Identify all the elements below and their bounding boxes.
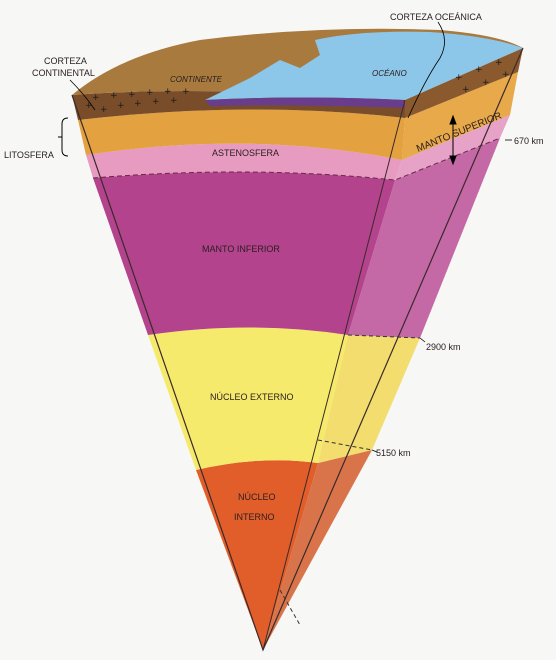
svg-text:+: + (146, 88, 154, 98)
svg-text:+: + (482, 78, 490, 88)
svg-text:+: + (128, 90, 136, 100)
svg-text:+: + (462, 85, 470, 95)
label-oceanic-crust: CORTEZA OCEÁNICA (390, 12, 482, 22)
label-ocean: OCÉANO (372, 69, 407, 78)
svg-text:+: + (164, 87, 172, 97)
svg-text:+: + (170, 96, 178, 106)
svg-text:+: + (110, 91, 118, 101)
svg-text:+: + (92, 93, 100, 103)
svg-text:+: + (455, 73, 463, 83)
label-lithosphere: LITOSFERA (4, 150, 54, 160)
label-2900km: 2900 km (426, 342, 461, 352)
svg-text:+: + (100, 105, 108, 115)
svg-text:+: + (495, 58, 503, 68)
svg-text:+: + (134, 99, 142, 109)
label-continental-crust-2: CONTINENTAL (32, 68, 95, 78)
label-continental-crust-1: CORTEZA (44, 56, 87, 66)
svg-text:+: + (117, 101, 125, 111)
label-asthenosphere: ASTENOSFERA (212, 148, 279, 158)
label-inner-core-1: NÚCLEO (238, 492, 276, 502)
label-continent: CONTINENTE (170, 75, 223, 84)
svg-text:+: + (475, 65, 483, 75)
svg-text:+: + (152, 97, 160, 107)
svg-text:+: + (182, 87, 190, 97)
leader-2900 (420, 338, 425, 342)
litosfera-bracket (58, 118, 68, 156)
label-670km: 670 km (514, 136, 544, 146)
svg-text:+: + (502, 70, 510, 80)
label-5150km: 5150 km (376, 448, 411, 458)
label-lower-mantle: MANTO INFERIOR (202, 244, 280, 254)
label-inner-core-2: INTERNO (234, 512, 275, 522)
label-outer-core: NÚCLEO EXTERNO (210, 392, 294, 402)
